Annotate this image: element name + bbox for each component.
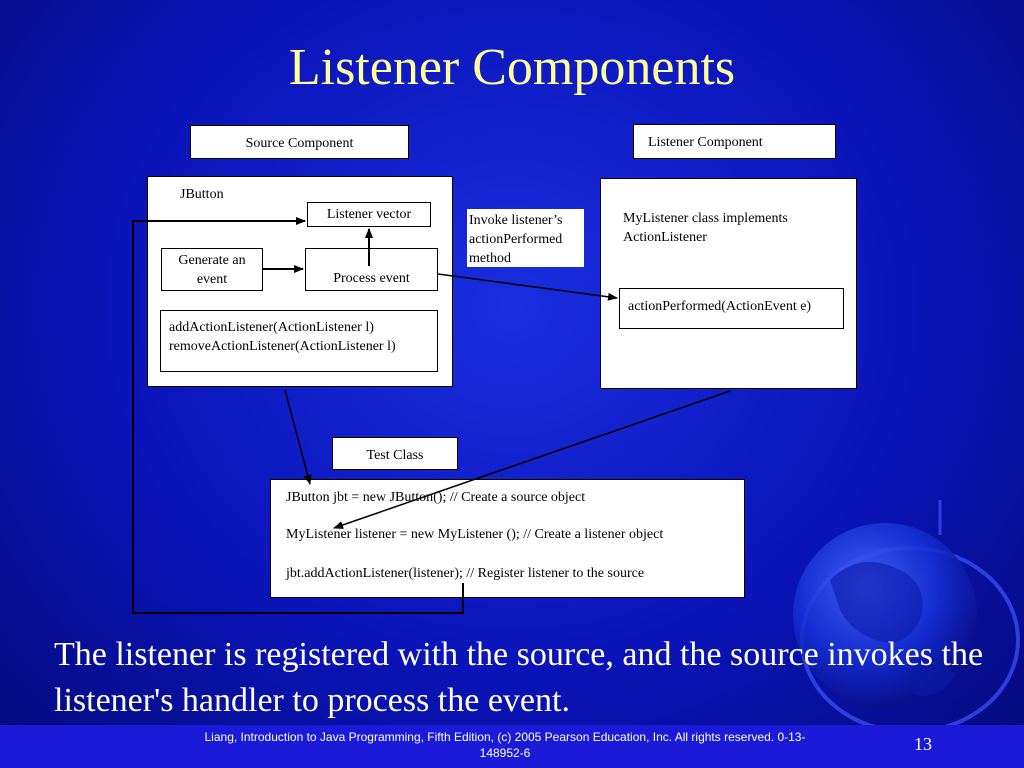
remove-listener-method: removeActionListener(ActionListener l)	[169, 339, 396, 354]
test-class-label: Test Class	[366, 448, 424, 463]
test-class-header: Test Class	[332, 437, 458, 470]
listener-vector-label: Listener vector	[326, 207, 412, 222]
add-listener-method: addActionListener(ActionListener l)	[169, 320, 374, 335]
listener-component-header: Listener Component	[633, 124, 836, 159]
listener-vector-box: Listener vector	[307, 202, 431, 227]
globe-icon	[793, 500, 1020, 730]
process-event-box: Process event	[305, 248, 438, 291]
listener-to-code-arrow	[333, 390, 731, 529]
footer-copyright: Liang, Introduction to Java Programming,…	[204, 730, 806, 760]
code-line-2: MyListener listener = new MyListener ();…	[286, 527, 664, 542]
source-component-label: Source Component	[245, 136, 354, 151]
listener-methods-box: addActionListener(ActionListener l) remo…	[160, 310, 438, 372]
slide-caption: The listener is registered with the sour…	[54, 636, 984, 719]
invoke-note-text: Invoke listener’s actionPerformed method	[469, 213, 563, 266]
test-class-code-box: JButton jbt = new JButton(); // Create a…	[270, 479, 745, 598]
mylistener-description: MyListener class implements ActionListen…	[623, 211, 788, 245]
jbutton-label: JButton	[180, 187, 224, 202]
mylistener-panel: MyListener class implements ActionListen…	[600, 178, 857, 389]
invoke-note: Invoke listener’s actionPerformed method	[467, 209, 584, 267]
action-performed-label: actionPerformed(ActionEvent e)	[628, 299, 812, 314]
code-line-3: jbt.addActionListener(listener); // Regi…	[286, 566, 645, 581]
generate-event-label: Generate an event	[178, 253, 246, 287]
source-component-header: Source Component	[190, 125, 409, 159]
invoke-arrow	[437, 273, 618, 301]
register-loop-line	[132, 217, 464, 614]
listener-component-label: Listener Component	[648, 135, 763, 150]
action-performed-box: actionPerformed(ActionEvent e)	[619, 288, 844, 329]
generate-event-box: Generate an event	[161, 248, 263, 291]
page-number: 13	[914, 734, 932, 754]
process-event-label: Process event	[333, 271, 410, 286]
jbutton-to-code-arrow	[284, 389, 312, 485]
slide-title: Listener Components	[288, 39, 736, 96]
code-line-1: JButton jbt = new JButton(); // Create a…	[286, 490, 586, 505]
footer-band: Liang, Introduction to Java Programming,…	[0, 725, 1024, 768]
